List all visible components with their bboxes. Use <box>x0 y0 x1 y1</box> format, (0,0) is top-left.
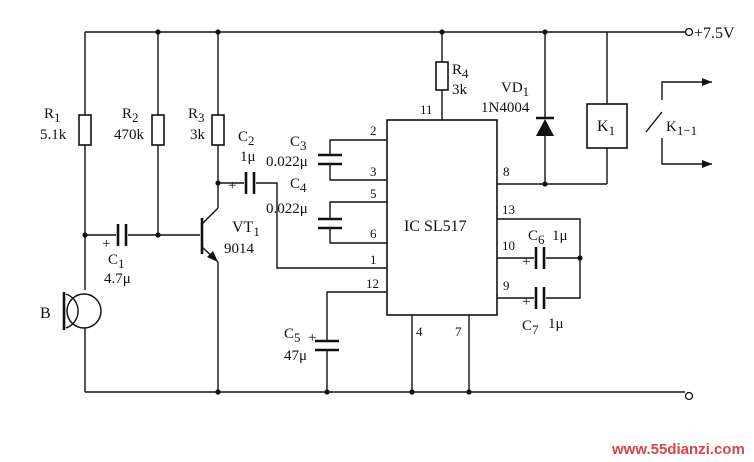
microphone-label: B <box>40 305 51 322</box>
pin-12: 12 <box>366 276 379 291</box>
pin-4: 4 <box>416 324 423 339</box>
c4-value: 0.022μ <box>266 201 308 217</box>
r2-value: 470k <box>114 127 145 143</box>
resistor-r4 <box>435 32 449 120</box>
resistor-r2 <box>151 32 165 238</box>
c2-label: C2 <box>238 129 255 148</box>
capacitor-c7 <box>497 258 581 309</box>
resistor-r3 <box>211 32 225 208</box>
c3-label: C3 <box>290 134 307 153</box>
k1-1-label: K1−1 <box>666 119 697 138</box>
pin-10: 10 <box>502 238 515 253</box>
pin-1: 1 <box>370 252 377 267</box>
c1-value: 4.7μ <box>104 271 131 287</box>
capacitor-c2 <box>218 172 387 269</box>
capacitor-c4 <box>318 201 387 244</box>
ground-rail <box>85 389 694 401</box>
r3-value: 3k <box>190 127 206 143</box>
c3-value: 0.022μ <box>266 154 308 170</box>
pin-11: 11 <box>420 102 433 117</box>
r2-label: R2 <box>122 106 139 125</box>
pin-7: 7 <box>455 324 462 339</box>
pin-2: 2 <box>370 123 377 138</box>
c5-value: 47μ <box>284 348 307 364</box>
microphone-b <box>62 235 102 392</box>
r4-label: R4 <box>452 62 469 81</box>
capacitor-c5 <box>315 291 387 392</box>
capacitor-c3 <box>318 139 387 181</box>
r3-label: R3 <box>188 106 205 125</box>
pin-8: 8 <box>503 164 510 179</box>
ic-label: IC SL517 <box>404 218 467 235</box>
supply-rail <box>85 27 694 37</box>
watermark: www.55dianzi.com <box>611 441 745 458</box>
pin-5: 5 <box>370 186 377 201</box>
c6-label: C6 <box>528 228 545 247</box>
relay-k1 <box>497 32 628 185</box>
diode-vd1 <box>536 32 554 187</box>
vd1-label: VD1 <box>501 80 529 99</box>
c1-polarity: + <box>102 236 110 252</box>
r1-label: R1 <box>44 106 61 125</box>
c2-value: 1μ <box>240 149 256 165</box>
relay-contact-k1-1 <box>645 78 712 168</box>
capacitor-c6 <box>497 218 583 269</box>
c5-label: C5 <box>284 326 301 345</box>
pin-9: 9 <box>503 278 510 293</box>
k1-label: K1 <box>597 118 615 138</box>
c1-label: C1 <box>108 252 125 271</box>
c7-value: 1μ <box>548 316 564 332</box>
ic-sl517 <box>386 119 498 392</box>
pin-6: 6 <box>370 226 377 241</box>
vd1-value: 1N4004 <box>481 100 530 116</box>
c2-polarity: + <box>228 178 236 194</box>
c6-polarity: + <box>522 254 530 270</box>
c5-polarity: + <box>308 330 316 346</box>
pin-13: 13 <box>502 202 515 217</box>
c7-label: C7 <box>522 318 539 337</box>
transistor-vt1 <box>200 207 219 392</box>
pin-3: 3 <box>370 164 377 179</box>
resistor-r1 <box>78 32 92 238</box>
c6-value: 1μ <box>552 228 568 244</box>
capacitor-c1 <box>85 224 200 246</box>
vt1-label: VT1 <box>232 219 260 239</box>
vt1-value: 9014 <box>224 241 255 257</box>
c4-label: C4 <box>290 176 307 195</box>
r4-value: 3k <box>452 82 468 98</box>
supply-label: +7.5V <box>694 25 735 42</box>
r1-value: 5.1k <box>40 127 67 143</box>
c7-polarity: + <box>522 294 530 310</box>
